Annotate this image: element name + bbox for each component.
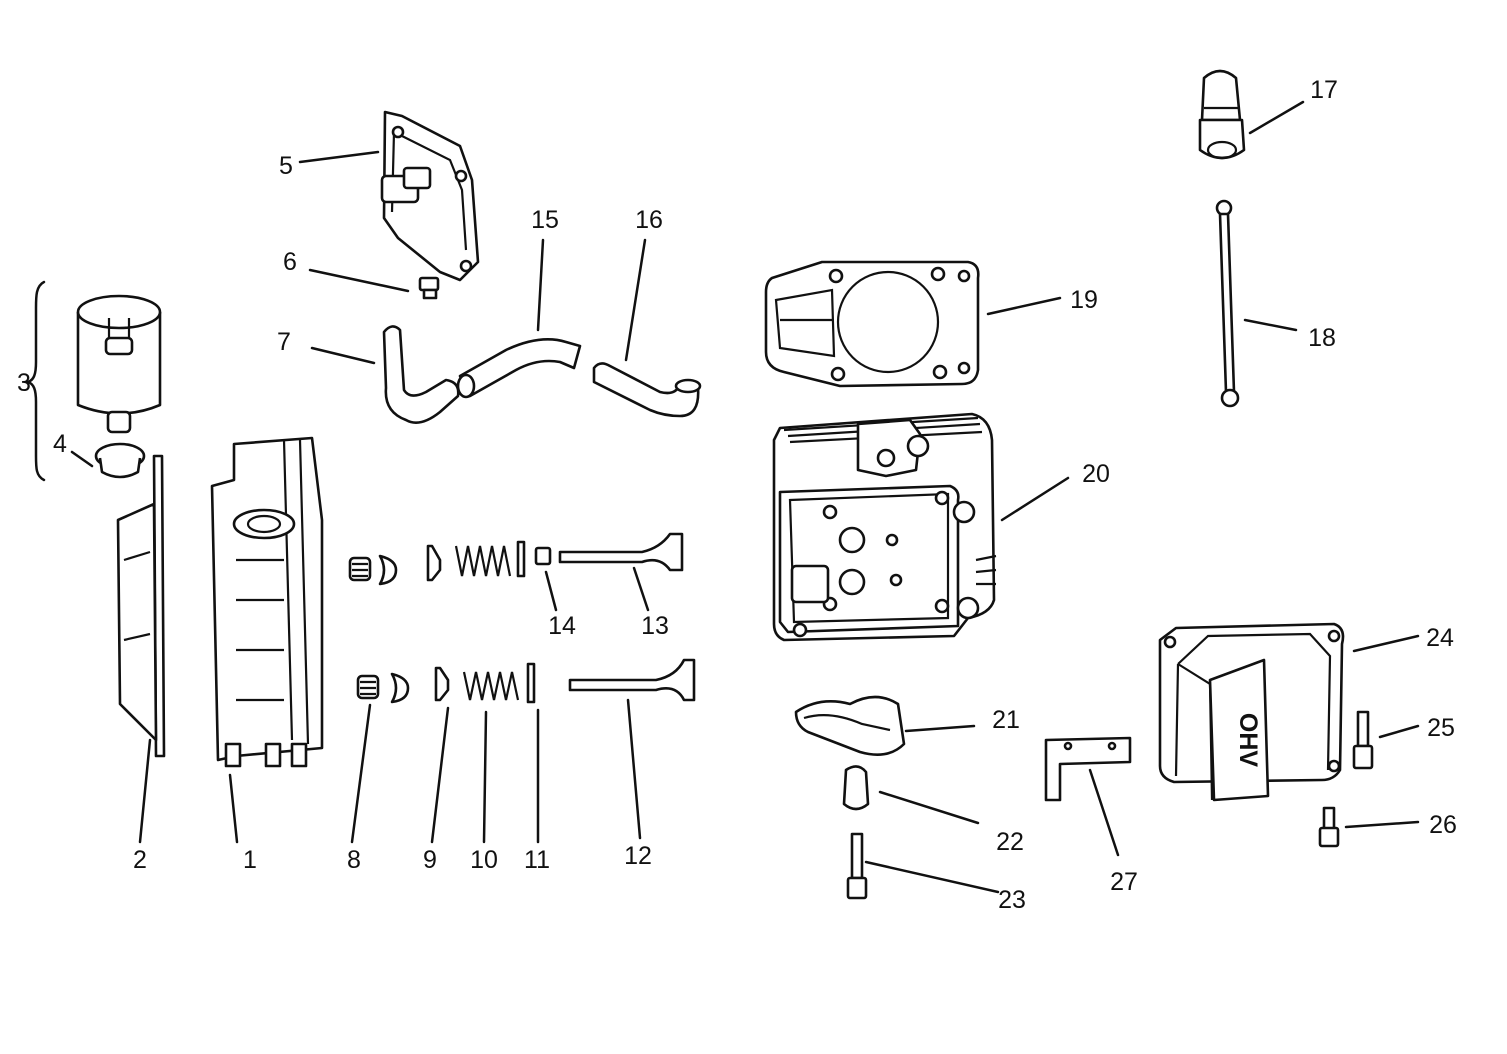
label-2: 2 xyxy=(133,846,147,874)
short-bolt xyxy=(1318,806,1340,848)
label-9: 9 xyxy=(423,846,437,874)
rocker-arm xyxy=(794,695,906,756)
elbow-hose xyxy=(382,325,460,424)
plug xyxy=(94,442,146,479)
upper-valve-set xyxy=(348,532,684,586)
intake-manifold xyxy=(210,436,324,768)
label-11: 11 xyxy=(524,846,550,874)
leader-lines xyxy=(70,100,1420,894)
label-18: 18 xyxy=(1308,324,1336,352)
label-8: 8 xyxy=(347,846,361,874)
label-10: 10 xyxy=(470,846,498,874)
cover-bolt xyxy=(1352,710,1374,770)
label-21: 21 xyxy=(992,706,1020,734)
breather-cover xyxy=(380,110,480,282)
label-20: 20 xyxy=(1082,460,1110,488)
label-16: 16 xyxy=(635,206,663,234)
label-13: 13 xyxy=(641,612,669,640)
label-5: 5 xyxy=(279,152,293,180)
label-23: 23 xyxy=(998,886,1026,914)
callout-labels: 1 2 3 4 5 6 7 8 9 10 11 12 13 14 15 16 1… xyxy=(17,76,1457,914)
tappet xyxy=(1198,69,1246,160)
label-1: 1 xyxy=(243,846,257,874)
label-14: 14 xyxy=(548,612,576,640)
label-7: 7 xyxy=(277,328,291,356)
side-gasket xyxy=(116,454,166,758)
cylinder-head xyxy=(772,412,997,642)
cover-emblem: OHV xyxy=(1234,713,1262,768)
valve-cover: OHV xyxy=(1158,622,1345,802)
label-3: 3 xyxy=(17,369,31,397)
air-filter xyxy=(76,294,162,434)
label-25: 25 xyxy=(1427,714,1455,742)
head-gasket xyxy=(764,260,980,388)
rocker-stud xyxy=(846,832,868,900)
small-screw xyxy=(418,276,440,300)
label-17: 17 xyxy=(1310,76,1338,104)
push-rod xyxy=(1215,199,1240,408)
lower-valve-set xyxy=(356,658,696,704)
breather-hose xyxy=(456,338,582,399)
label-24: 24 xyxy=(1426,624,1454,652)
label-22: 22 xyxy=(996,828,1024,856)
label-12: 12 xyxy=(624,842,652,870)
label-4: 4 xyxy=(53,430,67,458)
kit-bracket xyxy=(24,280,46,482)
label-19: 19 xyxy=(1070,286,1098,314)
label-26: 26 xyxy=(1429,811,1457,839)
pivot-ball xyxy=(842,765,870,811)
label-27: 27 xyxy=(1110,868,1138,896)
curved-hose xyxy=(592,362,702,418)
label-6: 6 xyxy=(283,248,297,276)
angle-bracket xyxy=(1044,736,1132,802)
label-15: 15 xyxy=(531,206,559,234)
